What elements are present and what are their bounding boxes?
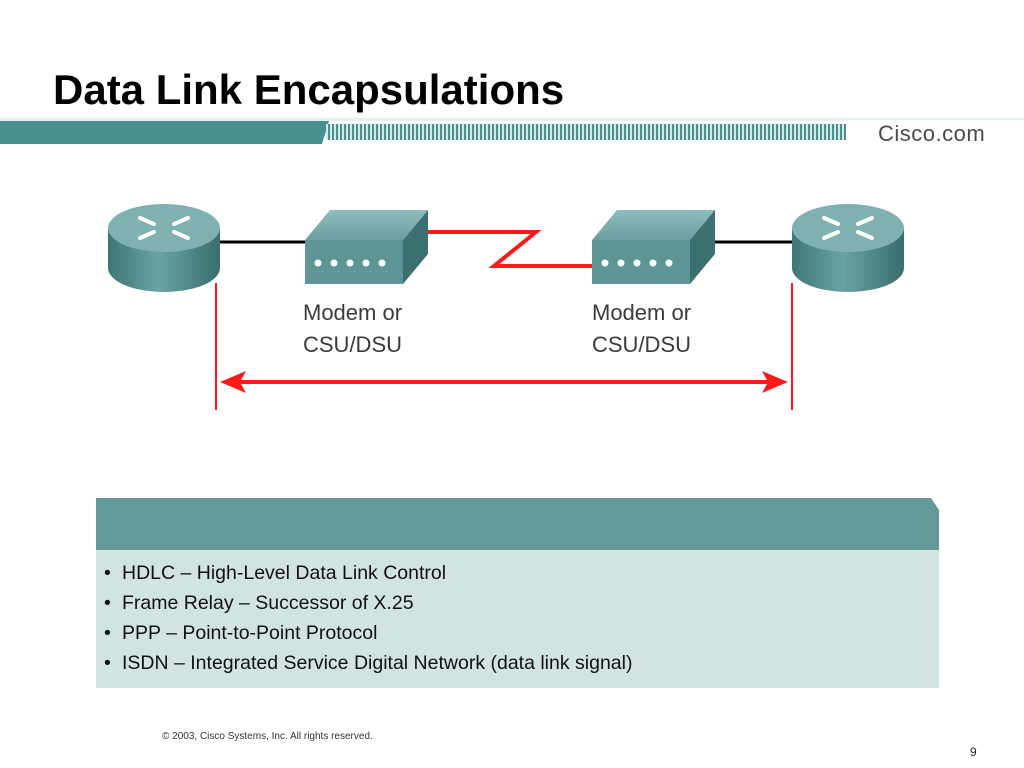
list-item: •PPP – Point-to-Point Protocol — [104, 622, 378, 644]
copyright-text: © 2003, Cisco Systems, Inc. All rights r… — [162, 731, 373, 742]
modem-label-left: Modem or CSU/DSU — [303, 300, 403, 357]
encapsulations-box: •HDLC – High-Level Data Link Control •Fr… — [96, 498, 939, 688]
list-item: •ISDN – Integrated Service Digital Netwo… — [104, 652, 633, 674]
page-number: 9 — [970, 745, 977, 759]
slide-title: Data Link Encapsulations — [53, 66, 565, 113]
encapsulations-list: •HDLC – High-Level Data Link Control •Fr… — [96, 550, 939, 678]
encapsulations-body: •HDLC – High-Level Data Link Control •Fr… — [96, 550, 939, 688]
cisco-logo-text: Cisco.com — [878, 121, 986, 146]
list-item: •HDLC – High-Level Data Link Control — [104, 562, 447, 584]
list-item: •Frame Relay – Successor of X.25 — [104, 592, 414, 614]
wan-link — [425, 230, 592, 268]
modem-label-right: Modem or CSU/DSU — [592, 300, 692, 357]
modem-icon — [305, 210, 428, 284]
title-bar — [0, 118, 1024, 144]
double-arrow-icon — [220, 371, 788, 393]
modem-icon — [592, 210, 715, 284]
network-diagram — [108, 204, 904, 410]
encapsulations-header — [96, 498, 939, 550]
router-icon — [792, 204, 904, 292]
router-icon — [108, 204, 220, 292]
